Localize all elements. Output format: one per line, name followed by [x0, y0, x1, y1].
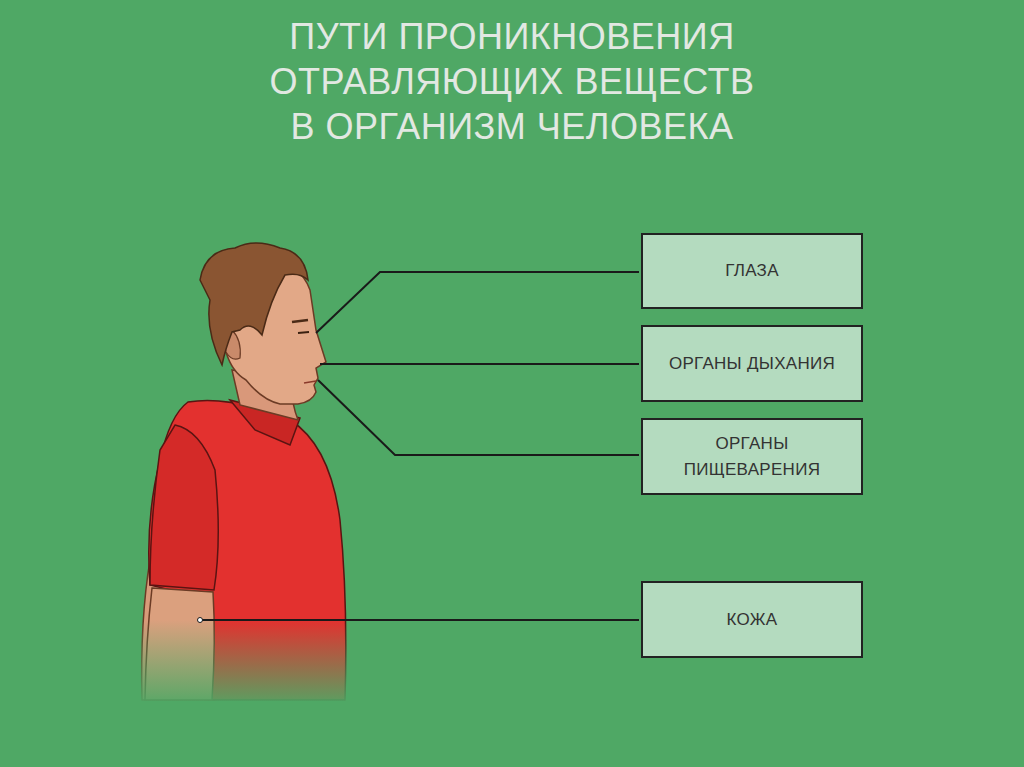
route-box: ОРГАНЫ ДЫХАНИЯ [641, 325, 863, 402]
box-label: КОЖА [727, 607, 778, 633]
leader-line [316, 272, 639, 333]
route-box: ОРГАНЫ ПИЩЕВАРЕНИЯ [641, 418, 863, 495]
route-box: ГЛАЗА [641, 233, 863, 309]
leader-lines [200, 272, 639, 620]
route-box: КОЖА [641, 581, 863, 658]
leader-dot [198, 618, 203, 623]
leader-line [320, 363, 639, 365]
diagram-title: ПУТИ ПРОНИКНОВЕНИЯ ОТРАВЛЯЮЩИХ ВЕЩЕСТВ В… [222, 14, 802, 149]
leader-line [318, 380, 639, 455]
box-label: ОРГАНЫ ДЫХАНИЯ [669, 351, 835, 377]
leader-line [200, 619, 639, 621]
box-label: ОРГАНЫ ПИЩЕВАРЕНИЯ [653, 431, 851, 483]
box-label: ГЛАЗА [725, 258, 779, 284]
person-figure [120, 243, 380, 710]
